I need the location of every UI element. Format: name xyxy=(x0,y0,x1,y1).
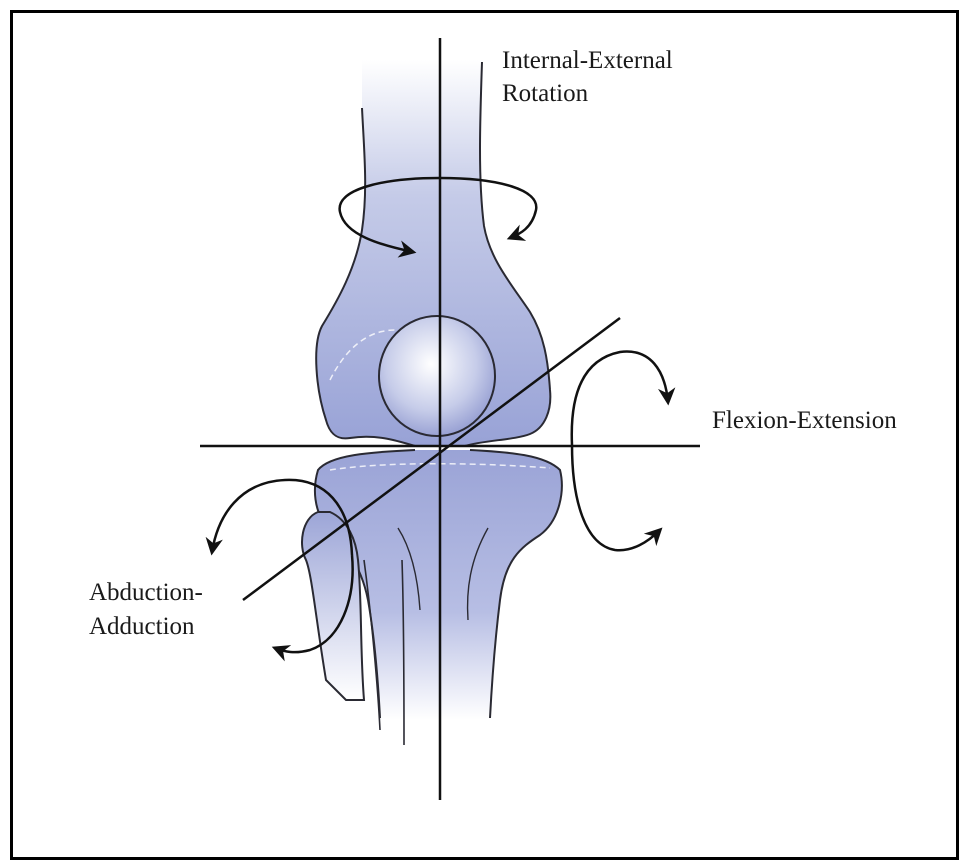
abduction-label-line1: Abduction- xyxy=(89,578,203,608)
rotation-label-line2: Rotation xyxy=(502,79,588,109)
flexion-arrow xyxy=(572,352,668,445)
patella xyxy=(379,316,495,436)
flexion-extension-label: Flexion-Extension xyxy=(712,406,897,436)
rotation-label-line1: Internal-External xyxy=(502,46,673,76)
abduction-label-line2: Adduction xyxy=(89,612,195,642)
knee-motion-diagram: Internal-External Rotation Flexion-Exten… xyxy=(0,0,968,842)
extension-arrow xyxy=(572,445,660,550)
